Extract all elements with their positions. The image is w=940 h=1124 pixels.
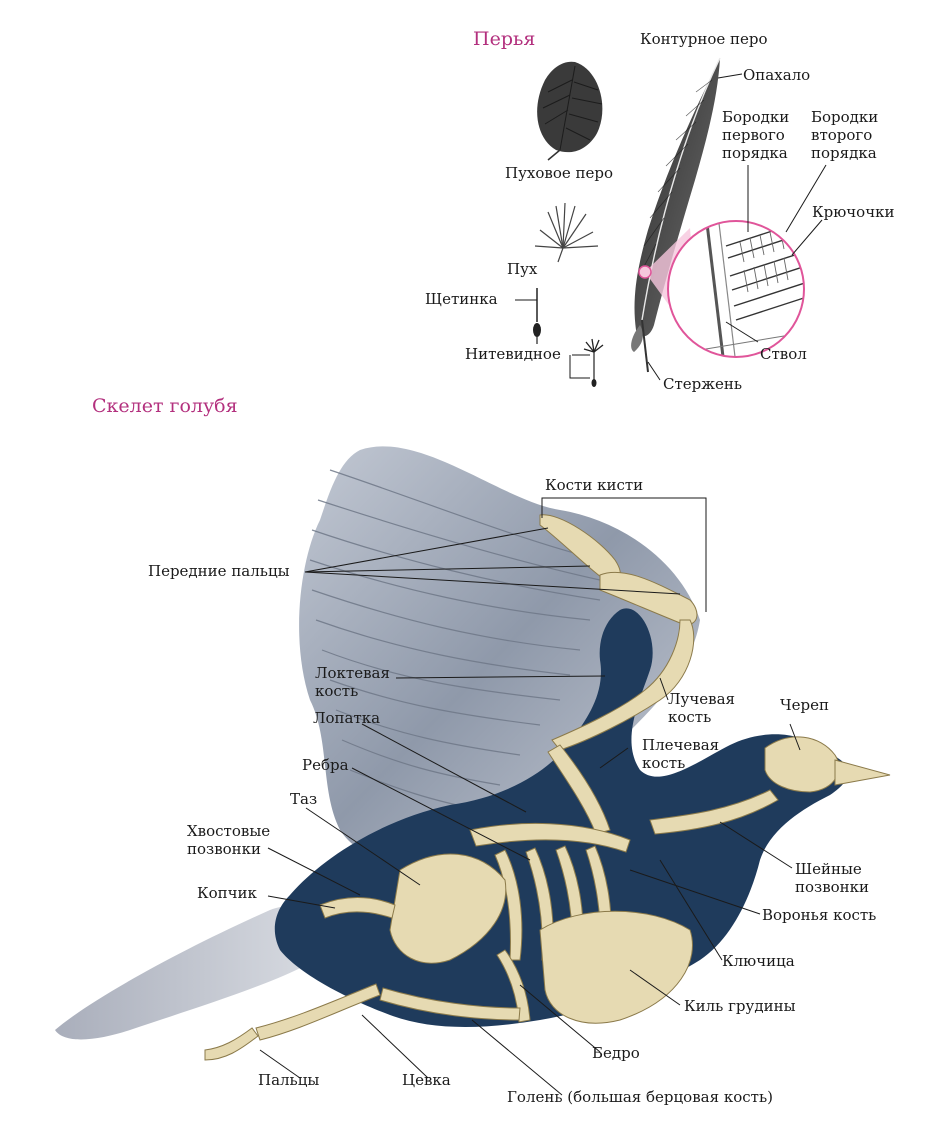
- label-down-feather: Пуховое перо: [505, 164, 614, 182]
- label-filoplume: Нитевидное: [465, 345, 561, 363]
- label-hand-bones: Кости кисти: [545, 476, 644, 494]
- bristle-illustration: [533, 288, 541, 344]
- tail-feathers: [55, 905, 332, 1040]
- label-tibia: Голень (большая берцовая кость): [507, 1088, 773, 1106]
- label-coccyx: Копчик: [197, 884, 257, 902]
- label-contour-feather: Контурное перо: [640, 30, 768, 48]
- label-radius: Лучевая кость: [668, 690, 735, 726]
- label-ulna: Локтевая кость: [315, 664, 390, 700]
- feathers-heading: Перья: [473, 28, 536, 50]
- label-shaft: Ствол: [760, 345, 807, 363]
- label-tail-vertebrae: Хвостовые позвонки: [187, 822, 271, 858]
- label-quill: Стержень: [663, 375, 743, 393]
- skeleton-bones: [204, 514, 891, 1061]
- label-vane: Опахало: [743, 66, 811, 84]
- label-front-digits: Передние пальцы: [148, 562, 290, 580]
- label-humerus: Плечевая кость: [642, 736, 720, 772]
- label-bristle: Щетинка: [425, 290, 498, 308]
- label-hooks: Крючочки: [812, 203, 895, 221]
- skeleton-leader-lines: [259, 497, 801, 1096]
- down-feather-illustration: [537, 61, 603, 161]
- down-illustration: [534, 202, 599, 263]
- label-tarsus: Цевка: [402, 1071, 451, 1089]
- label-keel: Киль грудины: [684, 997, 796, 1015]
- label-down: Пух: [507, 260, 538, 278]
- label-neck-vertebrae: Шейные позвонки: [795, 860, 870, 896]
- label-scapula: Лопатка: [313, 709, 381, 727]
- skeleton-heading: Скелет голубя: [92, 395, 238, 417]
- label-pelvis: Таз: [290, 790, 318, 808]
- feather-leader-lines: [515, 73, 827, 381]
- label-barbs-second-order: Бородки второго порядка: [811, 108, 879, 162]
- filoplume-illustration: [583, 338, 604, 387]
- label-clavicle: Ключица: [722, 952, 795, 970]
- label-ribs: Ребра: [302, 756, 349, 774]
- label-barbs-first-order: Бородки первого порядка: [722, 108, 790, 162]
- label-toes: Пальцы: [258, 1071, 320, 1089]
- label-coracoid: Воронья кость: [762, 906, 877, 924]
- label-femur: Бедро: [592, 1044, 640, 1062]
- label-skull: Череп: [780, 696, 829, 714]
